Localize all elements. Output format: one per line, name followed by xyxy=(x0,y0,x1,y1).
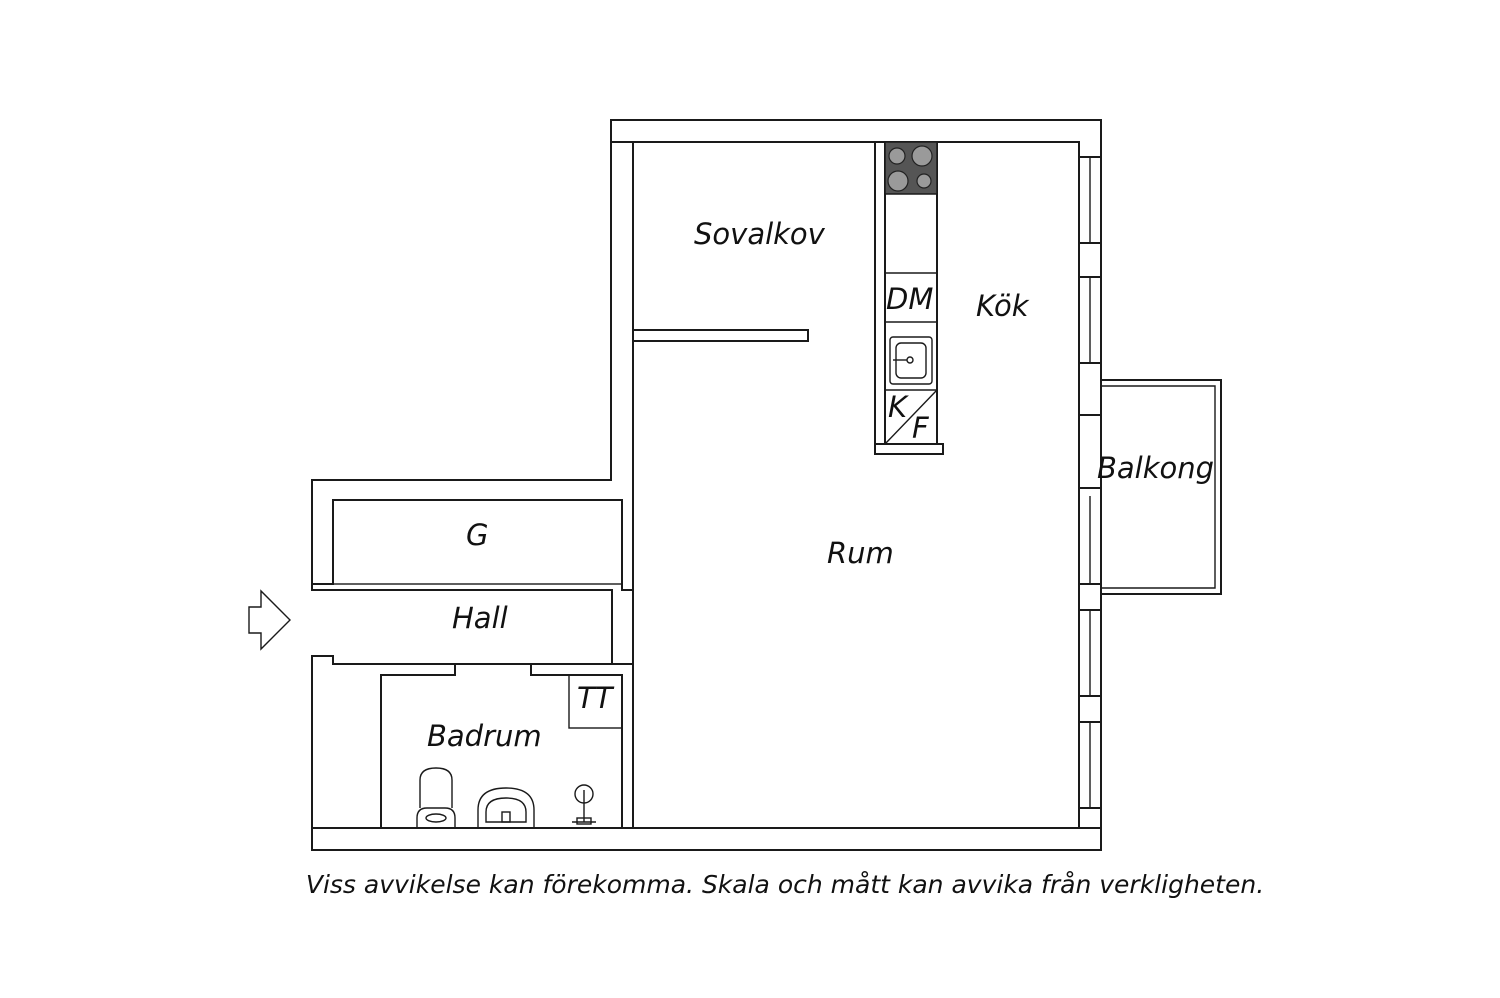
label-kok: Kök xyxy=(976,289,1030,323)
label-freezer: F xyxy=(912,411,930,445)
washer-box xyxy=(568,674,623,729)
shower-icon xyxy=(572,784,596,825)
label-hall: Hall xyxy=(452,601,508,635)
stove-icon xyxy=(884,141,938,195)
label-rum: Rum xyxy=(827,536,894,570)
sink-icon xyxy=(889,336,933,385)
balcony-railing xyxy=(1101,379,1222,595)
label-washer: TT xyxy=(577,681,615,715)
label-fridge: K xyxy=(888,390,909,424)
disclaimer-text: Viss avvikelse kan förekomma. Skala och … xyxy=(305,870,1265,899)
kitchen-counter-end xyxy=(874,443,944,455)
label-balkong: Balkong xyxy=(1097,451,1214,485)
washbasin-icon xyxy=(477,787,535,828)
alcove-partition xyxy=(632,329,809,342)
label-g: G xyxy=(466,518,488,552)
toilet-icon xyxy=(416,767,456,828)
hall-north-wall xyxy=(311,141,634,591)
storage-cabinet xyxy=(332,499,623,585)
label-sovalkov: Sovalkov xyxy=(694,217,826,251)
bath-south-strip xyxy=(311,827,1102,851)
east-windows xyxy=(1078,156,1102,809)
label-badrum: Badrum xyxy=(427,719,542,753)
label-dishwasher: DM xyxy=(886,282,933,316)
entrance-arrow-icon xyxy=(248,589,291,651)
